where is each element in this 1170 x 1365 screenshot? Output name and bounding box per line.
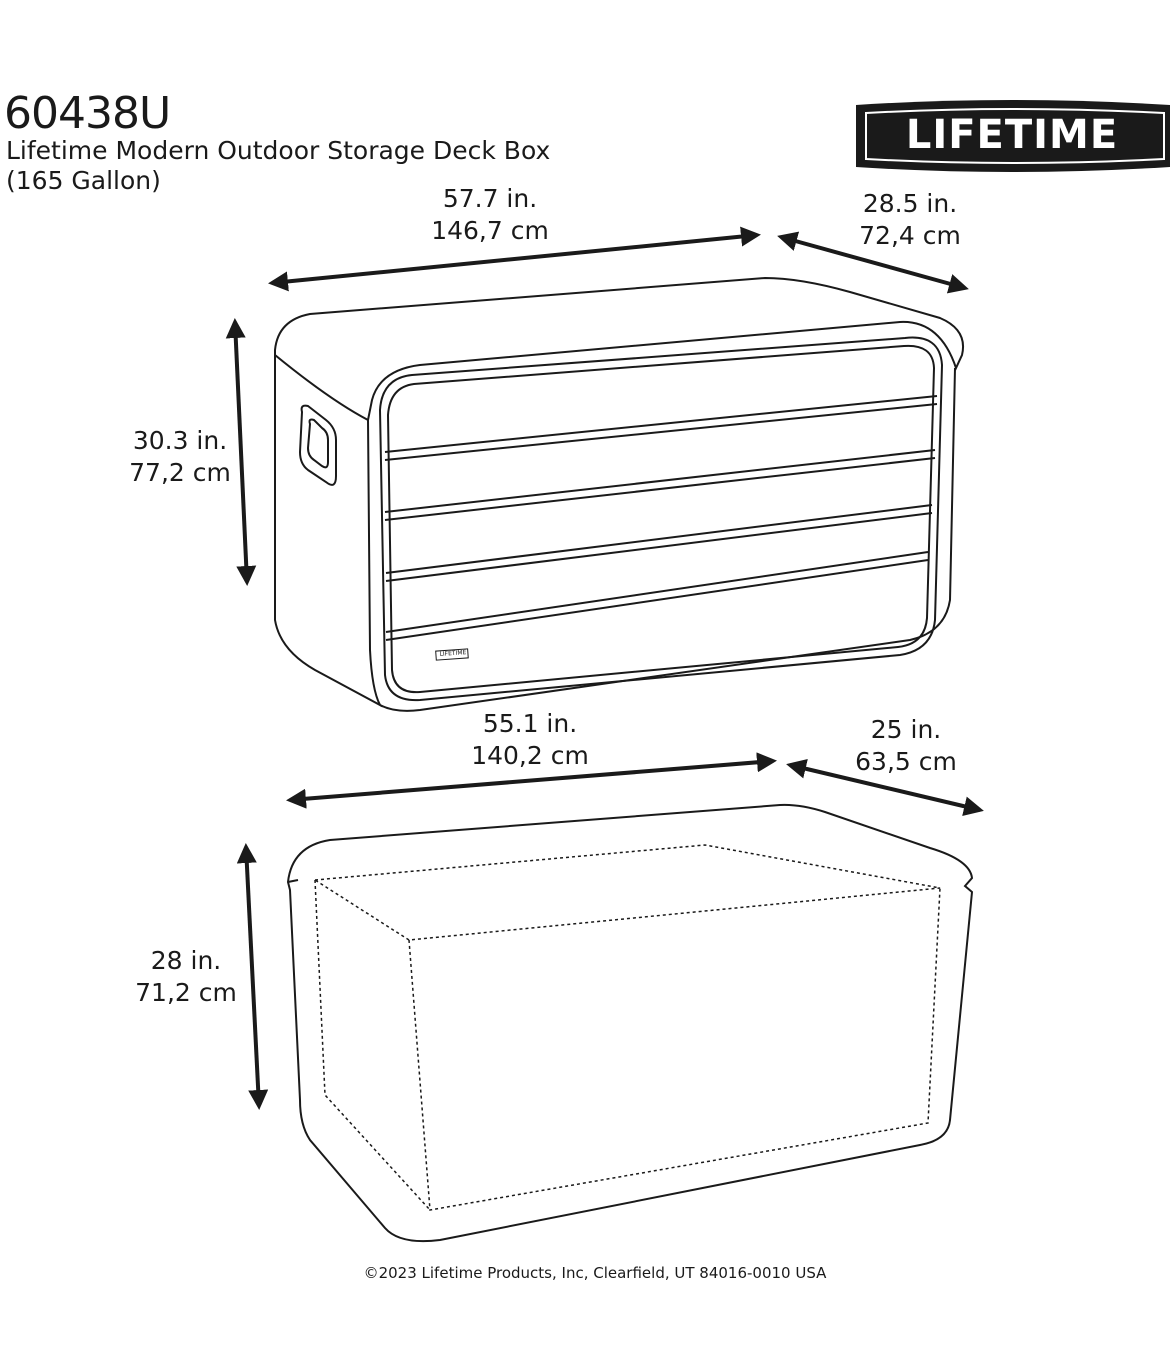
exterior-depth-cm: 72,4 cm <box>859 221 961 250</box>
exterior-width-in: 57.7 in. <box>442 184 538 213</box>
exterior-depth-in: 28.5 in. <box>862 189 958 218</box>
exterior-badge-text: LIFETIME <box>439 649 467 658</box>
interior-depth-cm: 63,5 cm <box>855 747 957 776</box>
model-number: 60438U <box>4 88 171 139</box>
exterior-width-cm: 146,7 cm <box>431 216 549 245</box>
exterior-height-cm: 77,2 cm <box>129 458 231 487</box>
interior-width-in: 55.1 in. <box>482 709 578 738</box>
product-capacity: (165 Gallon) <box>6 166 161 195</box>
interior-depth-in: 25 in. <box>870 715 942 744</box>
exterior-box <box>274 276 964 712</box>
lifetime-logo <box>856 100 1170 172</box>
exterior-handle <box>298 404 337 486</box>
product-title: Lifetime Modern Outdoor Storage Deck Box <box>6 136 551 165</box>
interior-height-label: 28 in. 71,2 cm <box>106 945 266 1009</box>
exterior-lid <box>274 276 964 422</box>
interior-height-arrow <box>236 843 269 1110</box>
exterior-depth-arrow <box>777 231 969 294</box>
exterior-side <box>274 355 383 708</box>
exterior-width-label: 57.7 in. 146,7 cm <box>400 183 580 247</box>
interior-box <box>286 803 974 1243</box>
interior-depth-label: 25 in. 63,5 cm <box>826 714 986 778</box>
interior-depth-arrow <box>786 758 984 817</box>
interior-width-arrow <box>286 752 777 809</box>
exterior-height-label: 30.3 in. 77,2 cm <box>100 425 260 489</box>
copyright-footer: ©2023 Lifetime Products, Inc, Clearfield… <box>363 1264 827 1282</box>
interior-width-label: 55.1 in. 140,2 cm <box>450 708 610 772</box>
logo-text: LIFETIME <box>905 112 1119 158</box>
interior-volume <box>312 844 941 1211</box>
interior-outline <box>286 803 974 1243</box>
exterior-front-panel <box>378 336 944 702</box>
exterior-width-arrow <box>268 226 761 292</box>
interior-height-in: 28 in. <box>150 946 222 975</box>
exterior-height-arrow <box>225 318 257 586</box>
exterior-badge-bg <box>435 648 469 661</box>
interior-width-cm: 140,2 cm <box>471 741 589 770</box>
interior-height-cm: 71,2 cm <box>135 978 237 1007</box>
exterior-depth-label: 28.5 in. 72,4 cm <box>830 188 990 252</box>
exterior-height-in: 30.3 in. <box>132 426 228 455</box>
